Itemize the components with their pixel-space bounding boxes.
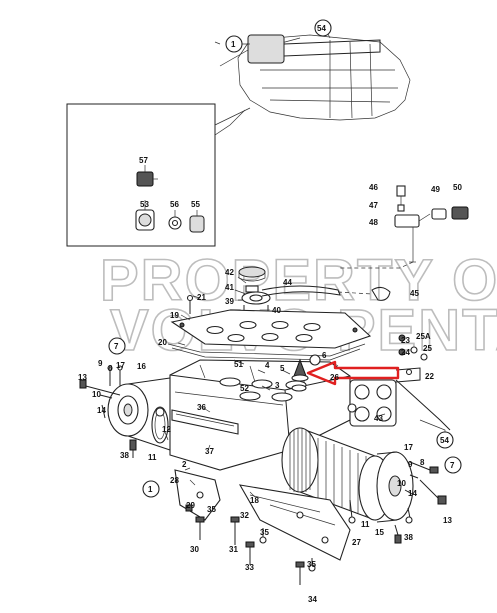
callout-label: 54 [440,436,449,445]
callout-label: 5 [280,364,285,373]
callout-label: 38 [120,451,129,460]
callout-label: 33 [245,563,254,572]
callout-label: 41 [225,283,234,292]
callout-label: 11 [361,520,370,529]
sender-parts [340,185,469,269]
callout-label: 7 [114,342,119,351]
callout-label: 16 [137,362,146,371]
callout-label: 3 [275,381,280,390]
callout-label: 17 [404,443,413,452]
callout-label: 10 [92,390,101,399]
callout-label: 23 [401,336,410,345]
callout-label: 2 [182,460,187,469]
callout-label: 14 [408,489,417,498]
callout-label: 28 [170,476,179,485]
callout-label: 43 [374,414,383,423]
callout-label: 10 [397,479,406,488]
callout-label: 57 [139,156,148,165]
watermark-line-1: PROPERTY OF [100,248,497,313]
callout-label: 17 [116,361,125,370]
callout-label: 12 [162,425,171,434]
callout-label: 35 [260,528,269,537]
callout-label: 13 [443,516,452,525]
callout-label: 19 [170,311,179,320]
mounting-brackets [174,469,356,585]
callout-label: 49 [431,185,440,194]
callout-label: 27 [352,538,361,547]
callout-label: 35 [307,560,316,569]
callout-label: 35 [207,505,216,514]
tube-stack-filter [281,419,447,544]
callout-label: 45 [410,289,419,298]
callout-label: 39 [225,297,234,306]
inset-detail-box [66,103,251,247]
callout-label: 26 [330,373,339,382]
callout-label: 4 [265,361,270,370]
callout-label: 38 [404,533,413,542]
engine-overview [214,34,411,136]
callout-label: 48 [369,218,378,227]
callout-label: 13 [78,373,87,382]
circled-callouts [108,19,462,498]
callout-label: 11 [148,453,157,462]
callout-label: 14 [97,406,106,415]
callout-label: 54 [317,24,326,33]
callout-labels: 54 1 57 53 56 55 46 47 48 49 50 42 41 39… [78,24,462,604]
callout-label: 8 [420,458,425,467]
callout-label: 24 [401,348,410,357]
callout-label: 34 [308,595,317,604]
callout-label: 53 [140,200,149,209]
callout-label: 31 [229,545,238,554]
callout-label: 30 [190,545,199,554]
callout-label: 1 [148,485,153,494]
callout-label: 15 [375,528,384,537]
callout-label: 40 [272,306,281,315]
callout-label: 51 [234,360,243,369]
left-end-cover [79,365,171,458]
callout-label: 7 [450,461,455,470]
callout-label: 47 [369,201,378,210]
callout-label: 8 [108,364,113,373]
callout-label: 29 [186,501,195,510]
callout-label: 42 [225,268,234,277]
callout-label: 22 [425,372,434,381]
callout-label: 20 [158,338,167,347]
callout-label: 55 [191,200,200,209]
callout-label: 52 [240,384,249,393]
callout-label: 21 [197,293,206,302]
callout-label: 6 [322,351,327,360]
callout-label: 32 [240,511,249,520]
callout-label: 25A [416,332,431,341]
callout-label: 9 [98,359,103,368]
callout-label: 25 [423,344,432,353]
callout-label: 46 [369,183,378,192]
leader-lines [164,27,386,498]
red-outline-arrow-icon [306,360,400,386]
callout-label: 36 [197,403,206,412]
callout-label: 37 [205,447,214,456]
heat-exchanger-housing [169,334,451,471]
top-cover-plate [167,309,372,361]
callout-label: 50 [453,183,462,192]
callout-label: 1 [231,40,236,49]
callout-label: 56 [170,200,179,209]
callout-label: 9 [408,460,413,469]
callout-label: 44 [283,278,292,287]
callout-label: 18 [250,496,259,505]
